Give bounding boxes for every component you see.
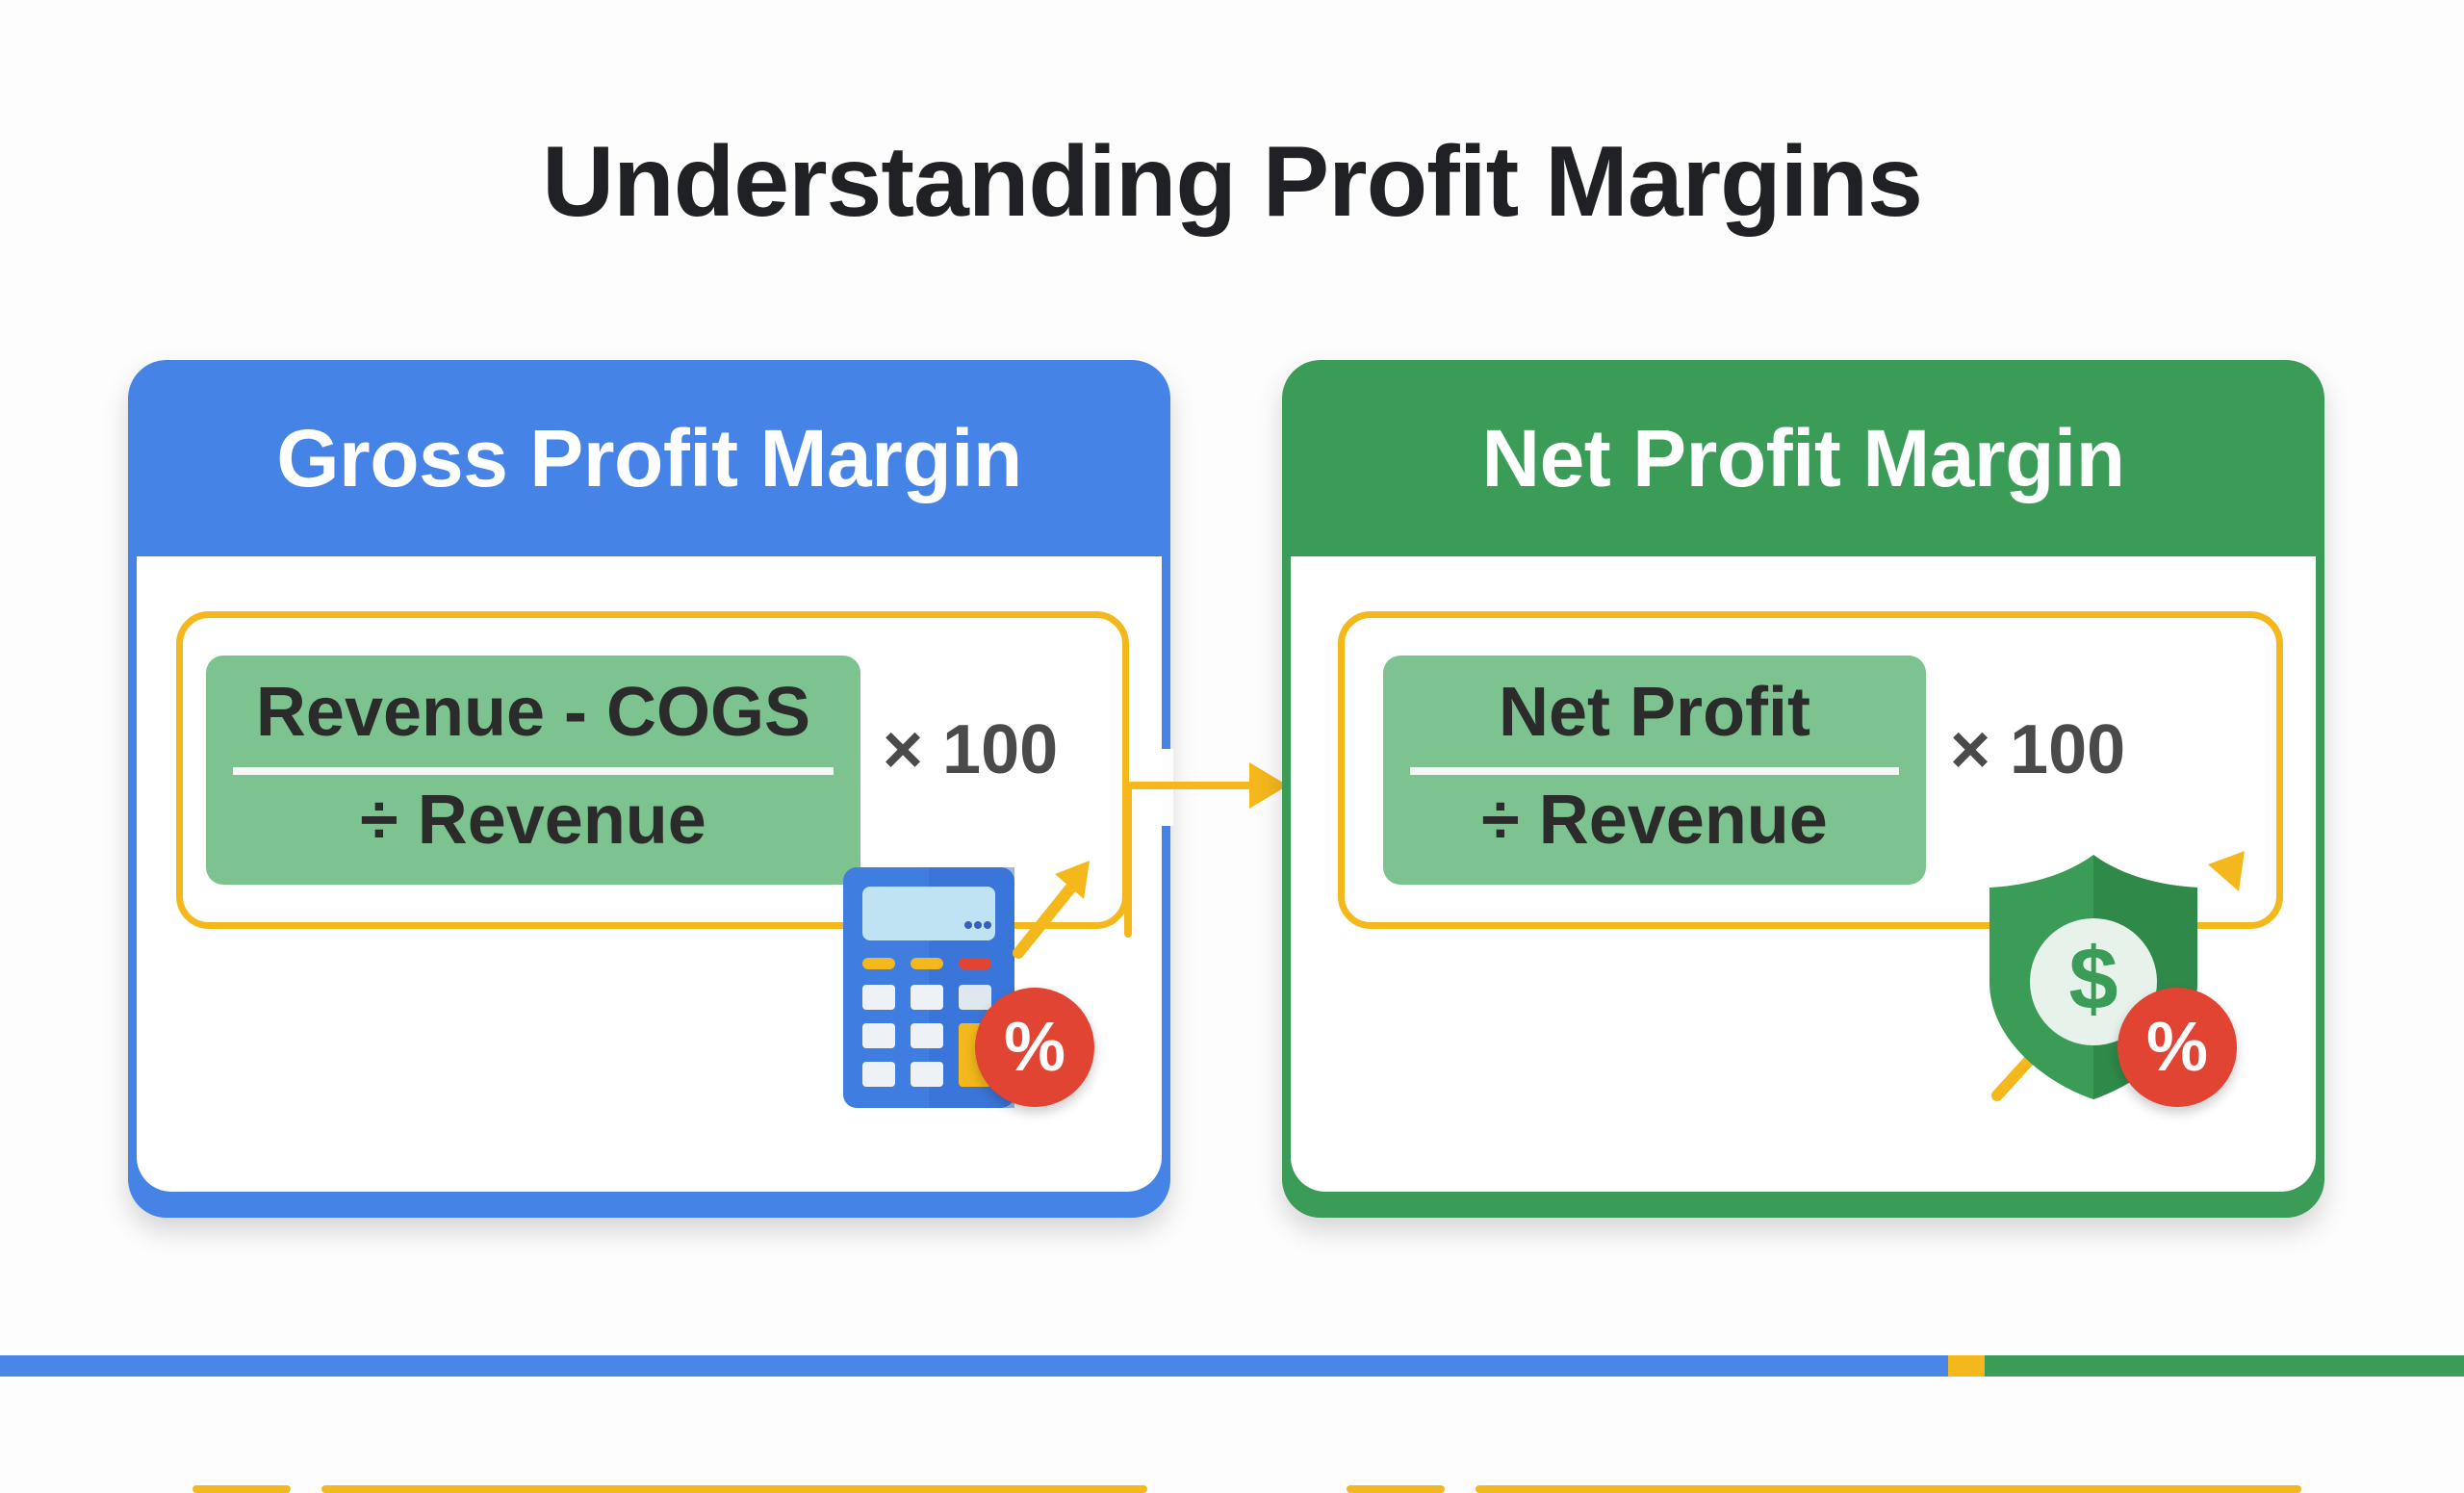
dollar-symbol: $ — [2068, 930, 2118, 1028]
trend-arrow-head-icon — [2208, 851, 2245, 891]
card-header: Gross Profit Margin — [276, 412, 1022, 503]
formula-numerator: Net Profit — [1499, 674, 1810, 751]
bottom-bar-blue — [0, 1355, 1948, 1377]
bottom-bar-green — [1985, 1355, 2464, 1377]
divider-long — [321, 1485, 1147, 1493]
arrow-right-icon — [1124, 762, 1288, 938]
card-header: Net Profit Margin — [1481, 412, 2125, 503]
formula-multiplier: × 100 — [883, 711, 1059, 788]
formula-denominator: ÷ Revenue — [360, 782, 706, 859]
formula-denominator: ÷ Revenue — [1481, 782, 1828, 859]
formula-box — [176, 611, 1129, 929]
percent-badge: % — [975, 988, 1094, 1107]
formula-numerator: Revenue - COGS — [255, 674, 811, 751]
formula-multiplier: × 100 — [1950, 711, 2126, 788]
formula-fraction: Net Profit ÷ Revenue — [1383, 656, 1926, 885]
page-title: Understanding Profit Margins — [542, 126, 1923, 238]
divider-long — [1476, 1485, 2301, 1493]
divider-short — [1347, 1485, 1445, 1493]
fraction-line — [233, 767, 834, 775]
fraction-line — [1410, 767, 1899, 775]
bottom-bar-yellow — [1948, 1355, 1985, 1377]
percent-badge: % — [2118, 988, 2237, 1107]
formula-fraction: Revenue - COGS ÷ Revenue — [206, 656, 860, 885]
divider-short — [192, 1485, 291, 1493]
trend-arrow-icon — [1013, 861, 1090, 959]
formula-box — [1338, 611, 2283, 929]
